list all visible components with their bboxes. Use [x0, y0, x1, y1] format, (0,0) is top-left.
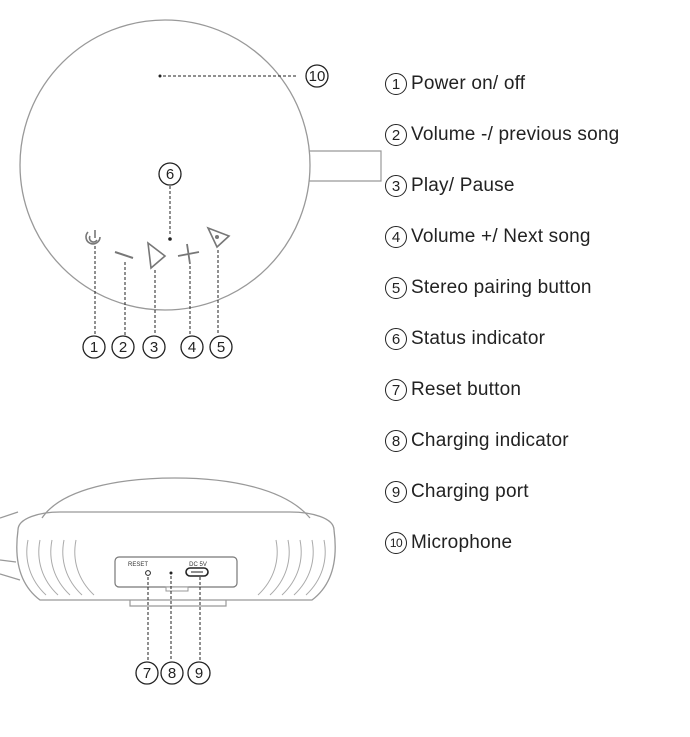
svg-text:1: 1 — [90, 339, 98, 356]
legend-number: 1 — [385, 73, 407, 95]
legend-number: 4 — [385, 226, 407, 248]
legend-item-stereo-pairing: 5 Stereo pairing button — [385, 274, 592, 302]
legend-item-charging-indicator: 8 Charging indicator — [385, 427, 569, 455]
legend-item-volume-up: 4 Volume +/ Next song — [385, 223, 591, 251]
legend-number: 9 — [385, 481, 407, 503]
legend-label: Stereo pairing button — [411, 277, 592, 298]
callout-1: 1 — [82, 335, 106, 359]
legend-label: Volume -/ previous song — [411, 124, 620, 145]
callout-4: 4 — [180, 335, 204, 359]
power-icon — [85, 230, 101, 245]
legend-item-power: 1 Power on/ off — [385, 70, 525, 98]
microphone-hole — [158, 74, 162, 78]
callout-10: 10 — [305, 64, 329, 88]
strap — [292, 150, 382, 182]
callout-5: 5 — [209, 335, 233, 359]
legend-item-charging-port: 9 Charging port — [385, 478, 529, 506]
legend-number: 10 — [385, 532, 407, 554]
svg-text:9: 9 — [195, 665, 203, 682]
legend-number: 8 — [385, 430, 407, 452]
legend-item-play-pause: 3 Play/ Pause — [385, 172, 515, 200]
callout-6: 6 — [158, 162, 182, 186]
svg-text:6: 6 — [166, 166, 174, 183]
callout-3: 3 — [142, 335, 166, 359]
pair-icon — [206, 226, 231, 249]
status-indicator-dot — [168, 237, 172, 241]
callout-7: 7 — [135, 661, 159, 685]
play-icon — [146, 241, 167, 270]
port-panel: RESET DC 5V — [114, 556, 238, 592]
svg-text:DC 5V: DC 5V — [189, 562, 207, 568]
legend-item-status-indicator: 6 Status indicator — [385, 325, 545, 353]
legend-label: Play/ Pause — [411, 175, 515, 196]
svg-text:8: 8 — [168, 665, 176, 682]
plus-icon — [177, 243, 200, 265]
callout-2: 2 — [111, 335, 135, 359]
callout-8: 8 — [160, 661, 184, 685]
svg-text:5: 5 — [217, 339, 225, 356]
legend-number: 3 — [385, 175, 407, 197]
legend-item-microphone: 10 Microphone — [385, 529, 512, 557]
legend-label: Reset button — [411, 379, 522, 400]
svg-text:2: 2 — [119, 339, 127, 356]
minus-icon — [114, 251, 134, 259]
svg-text:10: 10 — [309, 68, 326, 85]
legend-item-volume-down: 2 Volume -/ previous song — [385, 121, 619, 149]
legend-label: Charging indicator — [411, 430, 569, 451]
legend-label: Status indicator — [411, 328, 546, 349]
reset-button-hole — [145, 570, 151, 576]
legend-number: 7 — [385, 379, 407, 401]
svg-text:RESET: RESET — [128, 562, 148, 568]
legend-number: 6 — [385, 328, 407, 350]
legend-label: Charging port — [411, 481, 529, 502]
legend-label: Volume +/ Next song — [411, 226, 591, 247]
legend-number: 5 — [385, 277, 407, 299]
svg-text:4: 4 — [188, 339, 196, 356]
legend-label: Microphone — [411, 532, 513, 553]
svg-text:3: 3 — [150, 339, 158, 356]
svg-text:7: 7 — [143, 665, 151, 682]
legend-number: 2 — [385, 124, 407, 146]
legend-item-reset: 7 Reset button — [385, 376, 521, 404]
charging-indicator-dot — [169, 571, 173, 575]
callout-9: 9 — [187, 661, 211, 685]
legend-label: Power on/ off — [411, 73, 526, 94]
